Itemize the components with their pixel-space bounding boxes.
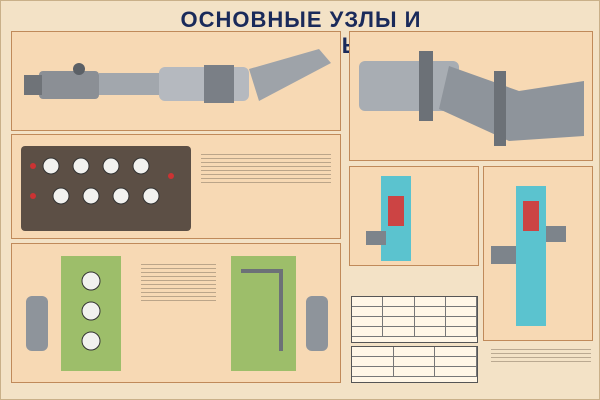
exhaust-illustration (359, 51, 584, 146)
right-bottom-notes (491, 346, 591, 365)
valve-right-illustration (491, 186, 566, 326)
data-table-upper (351, 296, 478, 343)
data-table-lower (351, 346, 478, 383)
fuel-unit-right (231, 256, 328, 371)
fuel-unit-notes (141, 261, 216, 304)
fuel-unit-left (26, 256, 121, 371)
valve-panel-left (349, 166, 479, 266)
instrument-notes (201, 151, 331, 186)
valve-left-illustration (366, 176, 411, 261)
engine-illustration (24, 49, 331, 103)
instrument-panel (21, 146, 191, 231)
poster-title: ОСНОВНЫЕ УЗЛЫ И АГРЕГАТЫ (180, 7, 422, 58)
